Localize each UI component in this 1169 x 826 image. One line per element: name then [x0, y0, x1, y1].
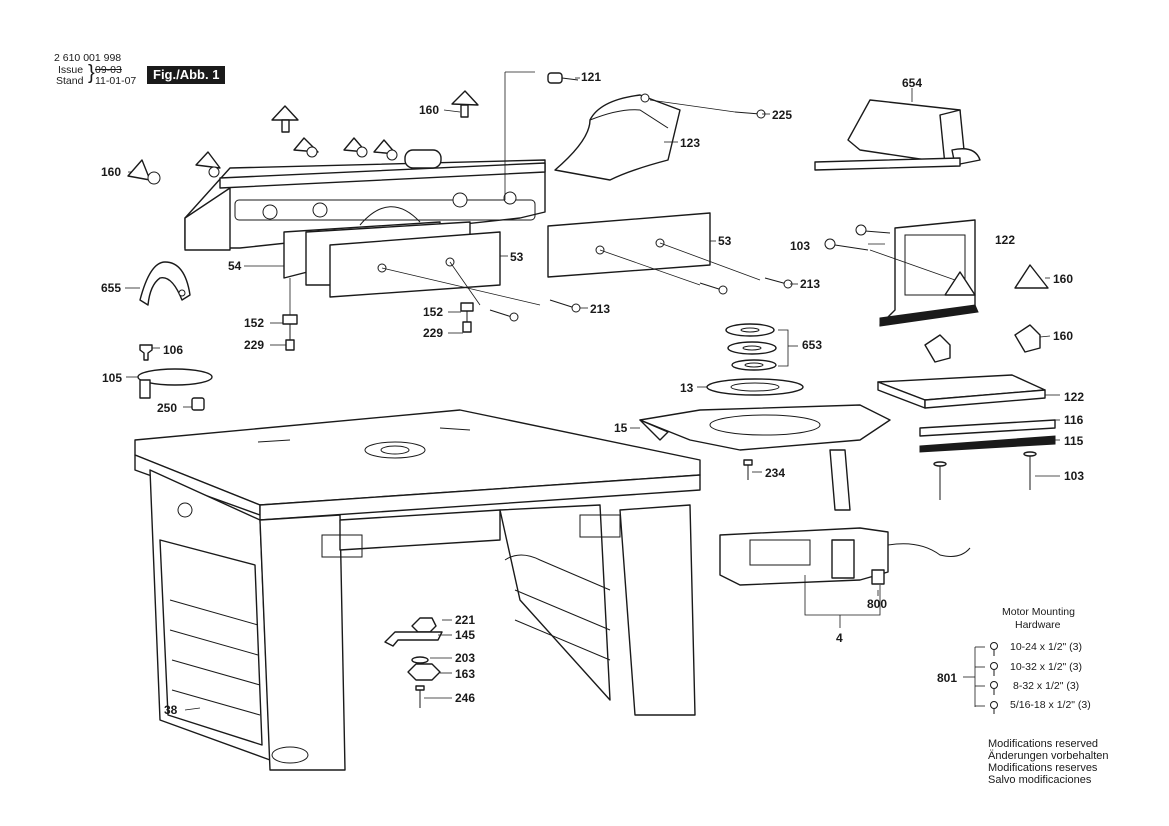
screws-213 [489, 277, 793, 322]
callout-160-left: 160 [101, 165, 122, 179]
fence-knobs [127, 90, 479, 185]
hardware-title-line2: Hardware [1015, 619, 1061, 631]
guard-holder-122 [824, 219, 1049, 327]
callout-123: 123 [680, 136, 701, 150]
callout-122-lower: 122 [1064, 390, 1085, 404]
callout-54: 54 [228, 259, 242, 273]
hardware-item: 8-32 x 1/2" (3) [1013, 680, 1080, 692]
sub-fence-boards [244, 212, 761, 306]
callout-160-lower: 160 [1053, 329, 1074, 343]
doc-number: 2 610 001 998 [54, 52, 122, 64]
hardware-title-line1: Motor Mounting [1002, 606, 1075, 618]
callout-152-mid: 152 [423, 305, 444, 319]
callout-250: 250 [157, 401, 178, 415]
callout-213-right: 213 [800, 277, 821, 291]
callout-801: 801 [937, 671, 958, 685]
callout-225: 225 [772, 108, 793, 122]
callout-213-left: 213 [590, 302, 611, 316]
feather-board-655 [139, 261, 191, 306]
callout-160-right: 160 [1053, 272, 1074, 286]
callout-105: 105 [102, 371, 123, 385]
callout-653: 653 [802, 338, 823, 352]
callout-654: 654 [902, 76, 923, 90]
switch-box-4 [719, 527, 971, 628]
bolts-152-229 [282, 278, 474, 351]
callout-160-top: 160 [419, 103, 440, 117]
note-line: Modifications reserved [988, 738, 1099, 750]
router-plate-assembly [639, 323, 891, 511]
leader-lines [125, 77, 1060, 711]
callout-103-upper: 103 [790, 239, 811, 253]
router-table-38 [134, 409, 701, 771]
callout-103-lower: 103 [1064, 469, 1085, 483]
fence-base-stack [877, 324, 1056, 500]
stand-value: 11-01-07 [95, 75, 137, 87]
note-line: Salvo modificaciones [988, 774, 1092, 786]
hardware-item: 5/16-18 x 1/2" (3) [1010, 699, 1091, 711]
callout-203: 203 [455, 651, 476, 665]
callout-122-upper: 122 [995, 233, 1016, 247]
callout-152-left: 152 [244, 316, 265, 330]
fence-assembly [184, 71, 546, 251]
callout-229-left: 229 [244, 338, 265, 352]
callout-53-right: 53 [718, 234, 732, 248]
issue-label: Issue [58, 64, 84, 76]
hardware-item: 10-32 x 1/2" (3) [1010, 661, 1083, 673]
callout-106: 106 [163, 343, 184, 357]
miter-gauge-654 [814, 99, 981, 171]
callout-145: 145 [455, 628, 476, 642]
issue-value: 09-03 [95, 64, 122, 76]
callout-116: 116 [1064, 413, 1084, 427]
motor-clamp-parts [384, 617, 443, 708]
insert-ring-parts [137, 344, 213, 411]
hardware-bracket [963, 642, 998, 714]
note-line: Änderungen vorbehalten [988, 750, 1109, 762]
hardware-item: 10-24 x 1/2" (3) [1010, 641, 1083, 653]
bracket-brace: } [88, 62, 95, 84]
callout-229-mid: 229 [423, 326, 444, 340]
callout-800: 800 [867, 597, 888, 611]
callout-163: 163 [455, 667, 476, 681]
callout-38: 38 [164, 703, 178, 717]
callout-221: 221 [455, 613, 476, 627]
callout-121: 121 [581, 70, 602, 84]
callout-13: 13 [680, 381, 694, 395]
callout-246: 246 [455, 691, 476, 705]
callout-655: 655 [101, 281, 122, 295]
stand-label: Stand [56, 75, 84, 87]
callout-115: 115 [1064, 434, 1084, 448]
callout-53-left: 53 [510, 250, 524, 264]
note-line: Modifications reserves [988, 762, 1098, 774]
figure-tag: Fig./Abb. 1 [147, 66, 226, 84]
callout-4: 4 [836, 631, 843, 645]
router-guard [547, 72, 766, 181]
callout-15: 15 [614, 421, 628, 435]
callout-234: 234 [765, 466, 786, 480]
